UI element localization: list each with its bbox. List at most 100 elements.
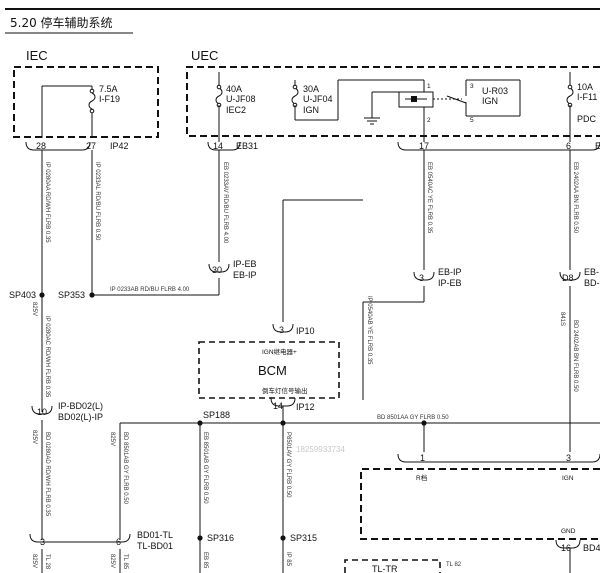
ip10-pin: 3 <box>279 325 284 335</box>
tl-tr-label: TL-TR <box>372 564 398 573</box>
bcm-label: BCM <box>258 363 287 378</box>
fuse-f11-circuit: PDC <box>577 114 597 124</box>
fuse-jf04-symbol <box>291 87 299 105</box>
bd4-name: BD4 <box>583 543 600 553</box>
bd01-name2: TL-BD01 <box>137 541 173 551</box>
ip-eb-pin: 30 <box>212 265 222 275</box>
bcm-bottom-note: 倒车灯信号输出 <box>262 386 308 395</box>
fuse-f11-symbol <box>566 87 574 105</box>
fuse-f19-symbol <box>88 92 96 110</box>
wire-label-w16: TL 85 <box>122 554 128 570</box>
fuse-jf08-rating: 40A <box>226 84 242 94</box>
fuse-f19-terminal-bottom <box>89 108 95 114</box>
fuse-f19-rating: 7.5A <box>99 84 118 94</box>
code-j: TL 82 <box>446 562 462 568</box>
code-g: 841S <box>559 312 565 326</box>
ip10-connector <box>272 323 294 333</box>
fuse-f11-terminal-top <box>567 84 573 90</box>
code-b: 825V <box>31 430 37 444</box>
right-module-pin-1: 1 <box>420 453 425 463</box>
tl-tr-box <box>344 559 441 573</box>
splice-sp315-dot <box>280 535 286 541</box>
fuse-f19-name: I-F19 <box>99 94 120 104</box>
d8-name: EB- <box>584 267 599 277</box>
splice-sp403-dot <box>39 292 45 298</box>
eb-ip-3-pin: 3 <box>419 273 424 283</box>
code-d: 825V <box>31 554 37 568</box>
wire-label-w5: IP 0280AC RD/WH FLRB 0.35 <box>44 316 50 398</box>
wire-label-w12: BD 8501AB GY FLRB 0.50 <box>122 432 128 505</box>
uec-pin-17: 17 <box>419 141 429 151</box>
fuse-jf04-name: U-JF04 <box>303 94 333 104</box>
splice-sp315-label: SP315 <box>290 533 317 543</box>
d8-connector <box>559 271 581 281</box>
eb-ip-3-connector <box>413 271 435 281</box>
fuse-jf08-symbol <box>215 87 223 105</box>
ip-eb-name2: EB-IP <box>233 270 257 280</box>
right-module-r-label: R档 <box>416 473 427 482</box>
splice-sp403-label: SP403 <box>9 290 36 300</box>
wire-label-w17: EB 85 <box>202 552 208 569</box>
fuse-f19-terminal-top <box>89 88 95 94</box>
uec-bottom-connector <box>397 141 600 151</box>
right-module-pin-3: 3 <box>566 453 571 463</box>
fuse-jf04-rating: 30A <box>303 84 319 94</box>
code-c: 825V <box>109 432 115 446</box>
wire-label-w1: IP 0280AA RD/WH FLRB 0.35 <box>44 162 50 243</box>
relay-circuit: IGN <box>482 96 498 106</box>
bd02-connector-top <box>31 405 53 415</box>
wire-label-w6: BD 0280AD RD/WH FLRB 0.35 <box>44 432 50 517</box>
wire-label-w15: TL 28 <box>44 554 50 570</box>
splice-sp188-label: SP188 <box>203 410 230 420</box>
watermark: 18259933734 <box>296 445 345 454</box>
ip12-name: IP12 <box>296 402 315 412</box>
fuse-jf04-circuit: IGN <box>303 105 319 115</box>
relay-switch-blade <box>446 95 467 104</box>
fuse-jf04-terminal-top <box>292 84 298 90</box>
fuse-jf08-terminal-top <box>216 84 222 90</box>
bcm-box <box>198 341 340 399</box>
bd02-pin: 10 <box>37 407 47 417</box>
page-title: 5.20 停车辅助系统 <box>10 15 113 30</box>
right-module-top-connector <box>397 453 600 463</box>
right-module-ign-label: IGN <box>562 475 574 482</box>
iec-box <box>13 66 159 138</box>
bd4-connector <box>555 539 581 549</box>
relay-pin-2: 2 <box>427 117 431 124</box>
wire-label-w7: IP 0540AB YE FLRB 0.35 <box>366 296 372 365</box>
bd4-pin: 16 <box>561 543 571 553</box>
relay-pin-5: 5 <box>470 117 474 124</box>
fuse-f11-rating: 10A <box>577 82 593 92</box>
uec-box <box>186 66 600 137</box>
relay-coil-core <box>411 96 417 102</box>
bd02-name: IP-BD02(L) <box>58 401 103 411</box>
bd02-name2: BD02(L)-IP <box>58 412 103 422</box>
d8-name2: BD- <box>584 278 600 288</box>
bd01-name: BD01-TL <box>137 530 173 540</box>
relay-pin-3: 3 <box>470 83 474 90</box>
code-a: 825V <box>31 302 37 316</box>
relay-name: U-R03 <box>482 86 508 96</box>
relay-pin-1: 1 <box>427 83 431 90</box>
bd01-pin-left: 3 <box>40 537 45 547</box>
eb-ip-3-name: EB-IP <box>438 267 462 277</box>
uec-pin-6: 6 <box>566 141 571 151</box>
bd01-pin-right: 6 <box>116 537 121 547</box>
fuse-jf08-circuit: IEC2 <box>226 105 246 115</box>
wire-label-w14: P8501AV GY FLRB 0.50 <box>285 432 291 498</box>
wire-label-w18: IP 85 <box>285 552 291 567</box>
bcm-top-note: IGN继电器+ <box>262 347 297 356</box>
eb31-name: EB31 <box>236 141 258 151</box>
fuse-jf08-name: U-JF08 <box>226 94 256 104</box>
wire-label-w13: EB 8501AB GY FLRB 0.50 <box>202 432 208 504</box>
eb31-connector <box>207 141 241 151</box>
eb-ip-3-name2: IP-EB <box>438 278 462 288</box>
ip42-name: IP42 <box>110 141 129 151</box>
wire-label-w10: BD 2402AB BN FLRB 0.50 <box>572 320 578 392</box>
ip10-name: IP10 <box>296 326 315 336</box>
ip42-connector <box>25 141 91 151</box>
ip42-pin-28: 28 <box>36 141 46 151</box>
wire-label-w4: IP 0233AB RD/BU FLRB 4.00 <box>110 287 190 293</box>
